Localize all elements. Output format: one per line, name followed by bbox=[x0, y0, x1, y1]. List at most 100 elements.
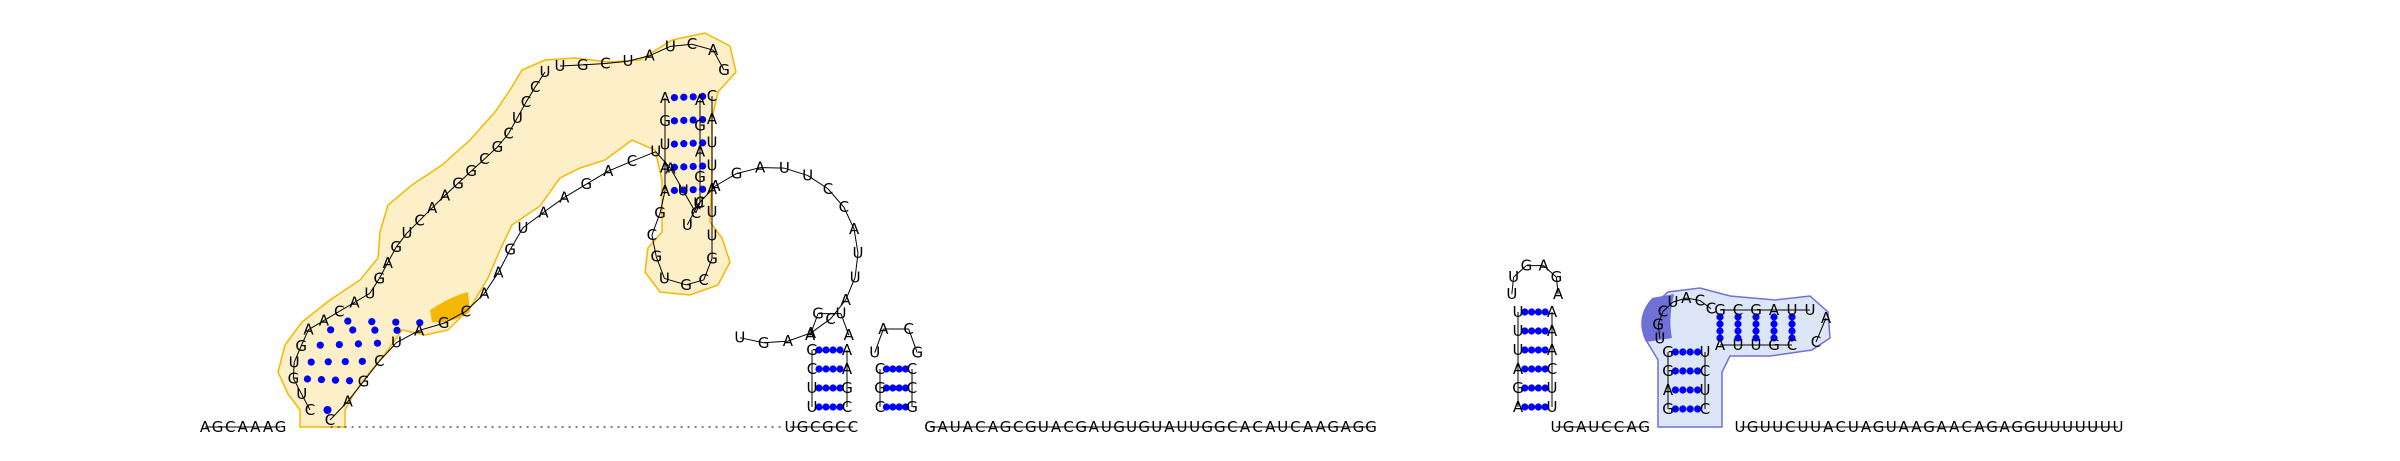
backbone-segment bbox=[631, 151, 656, 162]
yellow-inner-hairpin-nt: C bbox=[698, 271, 708, 289]
base-pair-dot bbox=[889, 365, 897, 373]
yellow-right-strand-nt: A bbox=[538, 203, 549, 221]
backbone-segment bbox=[338, 301, 355, 312]
blue-inner-stem5-nt: C bbox=[1733, 301, 1743, 319]
backbone-segment bbox=[651, 234, 657, 257]
blue-tip-nt: C bbox=[1811, 333, 1821, 351]
yellow-apical-loop-nt: U bbox=[665, 37, 676, 55]
linker-2-nt: G bbox=[1000, 418, 1012, 436]
base-pair-dot bbox=[331, 376, 340, 384]
hairpin-c-loop-nt: A bbox=[1538, 257, 1549, 275]
linker-2-nt: U bbox=[1189, 418, 1200, 436]
base-pair-dot bbox=[815, 346, 823, 354]
backbone-segment bbox=[457, 170, 472, 184]
base-pair-dot bbox=[1679, 405, 1687, 413]
linker-2-nt: A bbox=[1240, 418, 1251, 436]
big-loop-nt: A bbox=[806, 324, 817, 342]
tail-5p-nt: A bbox=[263, 418, 274, 436]
yellow-apical-loop-nt: A bbox=[708, 41, 719, 59]
tail-3p-nt: U bbox=[2062, 418, 2073, 436]
tail-3p-nt: A bbox=[1861, 418, 1872, 436]
hairpin-c-loop-nt: G bbox=[1551, 268, 1563, 286]
base-pair-dot bbox=[895, 403, 903, 411]
linker-2-nt: G bbox=[1201, 418, 1213, 436]
backbone-segment bbox=[431, 195, 446, 209]
backbone-segment bbox=[853, 229, 859, 254]
linker-3-nt: G bbox=[1638, 418, 1650, 436]
base-pair-dot bbox=[345, 377, 354, 385]
base-pair-dot bbox=[341, 357, 349, 366]
hairpin-c-stem5-nt: G bbox=[1512, 379, 1524, 397]
blue-inner-stem3-nt: G bbox=[1768, 336, 1780, 354]
yellow-apical-loop-nt: C bbox=[687, 35, 697, 53]
backbone-segment bbox=[508, 117, 518, 134]
tail-3p-nt: A bbox=[1823, 418, 1834, 436]
yellow-inner-hairpin-nt: C bbox=[647, 226, 657, 244]
hairpin-c-stem3-nt: U bbox=[1547, 379, 1558, 397]
backbone-segment bbox=[1815, 317, 1827, 343]
tail-3p-nt: A bbox=[1936, 418, 1947, 436]
base-pair-dot bbox=[670, 140, 679, 148]
hairpin-a-stem5-nt: G bbox=[806, 341, 818, 359]
backbone-segment bbox=[444, 182, 459, 196]
base-pair-dot bbox=[1752, 313, 1760, 321]
base-pair-dot bbox=[836, 403, 844, 411]
base-pair-dot bbox=[344, 317, 352, 325]
base-pair-dot bbox=[1541, 365, 1549, 373]
big-loop-nt: A bbox=[849, 220, 860, 238]
linker-1-nt: C bbox=[835, 418, 845, 436]
hairpin-a-loop-nt: A bbox=[844, 326, 855, 344]
base-pair-dot bbox=[1534, 346, 1542, 354]
base-pair-dot bbox=[689, 162, 697, 171]
backbone-segment bbox=[369, 278, 380, 294]
highlight-regions bbox=[277, 32, 1831, 428]
hairpin-b-stem3-nt: C bbox=[907, 379, 917, 397]
linker-2-nt: C bbox=[1252, 418, 1262, 436]
backbone-segment bbox=[1662, 301, 1674, 312]
base-pair-dot bbox=[1528, 327, 1536, 335]
linker-2-nt: G bbox=[1113, 418, 1125, 436]
backbone-segment bbox=[292, 378, 303, 395]
tail-3p-nt: G bbox=[1747, 418, 1759, 436]
backbone-segment bbox=[664, 277, 687, 286]
backbone-segment bbox=[655, 256, 665, 279]
backbone-segment bbox=[659, 190, 666, 214]
base-pair-dot bbox=[1541, 384, 1549, 392]
base-pair-dot bbox=[1752, 334, 1760, 342]
backbone-segment bbox=[627, 55, 650, 62]
hairpin-c-stem3-nt: A bbox=[1547, 322, 1558, 340]
yellow-left-strand-nt: U bbox=[364, 284, 375, 302]
backbone-segment bbox=[608, 160, 633, 172]
yellow-left-strand-nt: U bbox=[540, 63, 551, 81]
base-pair-dot bbox=[670, 94, 679, 102]
base-pair-dot bbox=[1686, 405, 1694, 413]
backbone-segment bbox=[293, 345, 302, 363]
yellow-right-strand-nt: A bbox=[493, 263, 504, 281]
base-pair-dot bbox=[1534, 403, 1542, 411]
yellow-apical-loop-nt: C bbox=[600, 54, 610, 72]
base-pair-dot bbox=[1534, 327, 1542, 335]
tail-3p-nt: G bbox=[2024, 418, 2036, 436]
hairpin-c-loop-nt: G bbox=[1521, 257, 1533, 275]
backbone-segment bbox=[470, 158, 485, 172]
blue-tip-nt: A bbox=[1821, 309, 1832, 327]
backbone-segment bbox=[830, 299, 847, 320]
tail-3p-nt: G bbox=[2011, 418, 2023, 436]
blue-loop5-nt: A bbox=[1681, 289, 1692, 307]
backbone-segment bbox=[682, 190, 697, 214]
tail-3p-nt: U bbox=[2100, 418, 2111, 436]
hairpin-c-stem5-nt: U bbox=[1513, 303, 1524, 321]
base-pair-dot bbox=[1671, 348, 1679, 356]
backbone-segment bbox=[843, 206, 855, 230]
base-pair-dot bbox=[1671, 386, 1679, 394]
big-loop-nt: A bbox=[710, 177, 721, 195]
yellow-inner-hairpin-nt: A bbox=[660, 89, 671, 107]
hairpin-c-stem3-nt: A bbox=[1547, 341, 1558, 359]
blue-inner-stem3-nt: C bbox=[1787, 336, 1797, 354]
yellow-domain-outline bbox=[277, 32, 737, 428]
base-pair-dot bbox=[689, 139, 697, 147]
backbone-segment bbox=[655, 151, 671, 169]
backbone-segment bbox=[1555, 277, 1559, 295]
base-pair-dot bbox=[1770, 320, 1778, 328]
linker-2-nt: A bbox=[963, 418, 974, 436]
